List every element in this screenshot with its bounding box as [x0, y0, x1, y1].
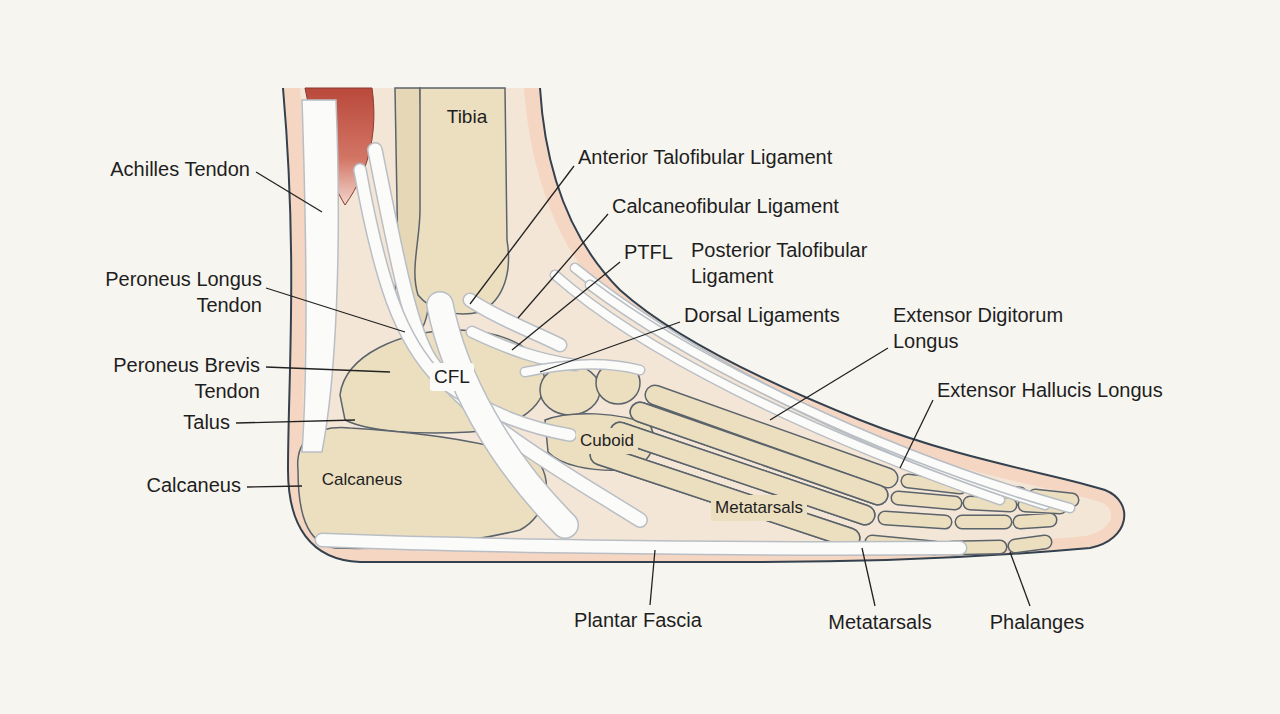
leader-line — [247, 486, 302, 487]
tendon-label: Extensor Digitorum Longus — [893, 302, 1098, 354]
bone-label: Cuboid — [576, 428, 638, 454]
posterior-talofibular-band — [472, 332, 575, 365]
skin-outline — [283, 88, 1124, 562]
bone-label: Calcaneus — [146, 472, 241, 498]
leader-line — [266, 367, 390, 372]
plantar-fascia-band — [322, 540, 960, 548]
tendon-label: Peroneus Brevis Tendon — [88, 352, 260, 404]
bone-label: Metatarsals — [711, 495, 807, 521]
bone-label: Tibia — [443, 103, 491, 132]
ligament-label: Anterior Talofibular Ligament — [578, 144, 832, 170]
leader-line — [650, 550, 655, 605]
leader-line — [256, 172, 322, 212]
ligament-abbrev: CFL — [430, 363, 474, 392]
tendon-label: Peroneus Longus Tendon — [84, 266, 262, 318]
band-outline — [472, 332, 575, 365]
leader-line — [266, 288, 405, 332]
leader-line — [512, 262, 620, 350]
bone-label: Metatarsals — [828, 609, 931, 635]
leader-line — [1010, 552, 1030, 606]
leader-lines — [236, 166, 1030, 606]
ligament-label: Dorsal Ligaments — [684, 302, 840, 328]
skin-fill — [283, 88, 1124, 562]
leader-line — [236, 420, 355, 423]
leader-line — [900, 400, 933, 468]
ligament-label: Calcaneofibular Ligament — [612, 193, 839, 219]
tendon-label: Achilles Tendon — [110, 156, 250, 182]
tibia-bone — [415, 88, 509, 314]
bone-label: Talus — [183, 409, 230, 435]
band-outline — [322, 540, 960, 548]
bone-label: Phalanges — [990, 609, 1085, 635]
leader-line — [470, 166, 574, 304]
leader-line — [862, 548, 875, 606]
ligament-abbrev: PTFL — [624, 239, 673, 265]
bone-label: Calcaneus — [318, 467, 406, 493]
ligament-label: Posterior Talofibular Ligament — [691, 237, 916, 289]
tendon-label: Extensor Hallucis Longus — [937, 377, 1163, 403]
achilles-tendon — [302, 100, 338, 452]
leader-line — [518, 214, 608, 318]
leader-line — [770, 348, 888, 420]
leader-line — [540, 322, 680, 372]
tissue-label: Plantar Fascia — [574, 607, 702, 633]
